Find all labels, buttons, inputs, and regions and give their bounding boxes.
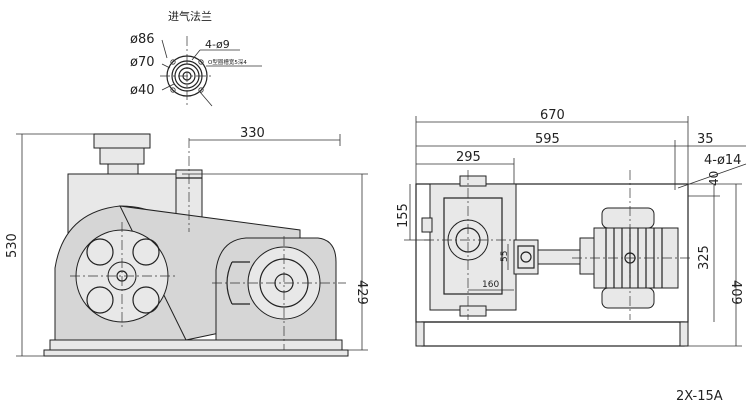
flange-d70: ø70 [130,55,155,70]
top-dim-160: 160 [482,280,499,290]
top-dim-670: 670 [540,108,565,123]
side-view: 330 530 429 [5,126,369,357]
top-dim-holes: 4-ø14 [704,153,741,168]
top-dim-35: 35 [697,132,714,147]
top-dim-40: 40 [707,171,721,186]
top-dim-155: 155 [396,203,411,228]
top-dim-55: 55 [500,251,510,262]
intake-flange-detail: 进气法兰 ø86 ø70 ø40 4-ø9 O型圈槽宽5深4 [130,9,262,107]
flange-title: 进气法兰 [168,9,212,23]
side-dim-330: 330 [240,126,265,141]
top-dim-409: 409 [728,280,743,305]
flange-d40: ø40 [130,83,155,98]
flange-d86: ø86 [130,32,155,47]
top-dim-295: 295 [456,150,481,165]
side-dim-429: 429 [354,280,369,305]
top-dim-595: 595 [535,132,560,147]
top-view: 670 595 35 295 4-ø14 155 40 325 409 55 1 [396,108,747,347]
side-dim-530: 530 [5,233,20,258]
top-dim-325: 325 [697,245,712,270]
model-label: 2X-15A [676,389,723,404]
flange-holes: 4-ø9 [205,38,230,51]
flange-note: O型圈槽宽5深4 [208,58,247,66]
